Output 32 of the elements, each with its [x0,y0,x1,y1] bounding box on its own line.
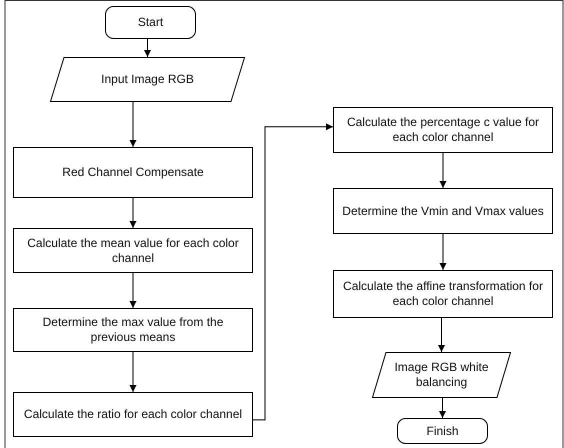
node-label: Input Image RGB [100,72,195,87]
arrow [130,102,136,148]
input-output-parallelogram [372,352,511,398]
process-box [13,228,253,273]
node-label: Red Channel Compensate [61,165,205,180]
arrow [130,198,136,228]
process-box [13,392,253,437]
node-label: Determine the max value from the previous means [42,315,224,345]
process-box [333,188,553,234]
process-box [333,107,553,153]
arrow [130,352,136,392]
arrow [130,272,136,308]
node-label: Calculate the percentage c value for each color channel [346,115,540,145]
arrow [252,123,334,420]
terminal-box [397,418,488,444]
node-label: Calculate the mean value for each color channel [26,236,240,266]
process-box [333,270,553,318]
node-label: Determine the Vmin and Vmax values [341,204,545,218]
node-label: Calculate the affine transformation for each color channel [342,279,544,309]
process-box [13,308,253,352]
node-label: Calculate the ratio for each color channel [22,407,244,422]
process-box [13,147,253,198]
arrow [439,398,446,418]
terminal-box [105,6,196,39]
arrow [440,152,446,188]
arrow [438,318,445,352]
input-output-parallelogram [50,57,245,102]
node-label: Start [136,15,164,30]
arrow [440,234,446,270]
arrow [144,38,151,58]
node-label: Image RGB white balancing [393,360,490,390]
node-label: Finish [425,424,460,438]
